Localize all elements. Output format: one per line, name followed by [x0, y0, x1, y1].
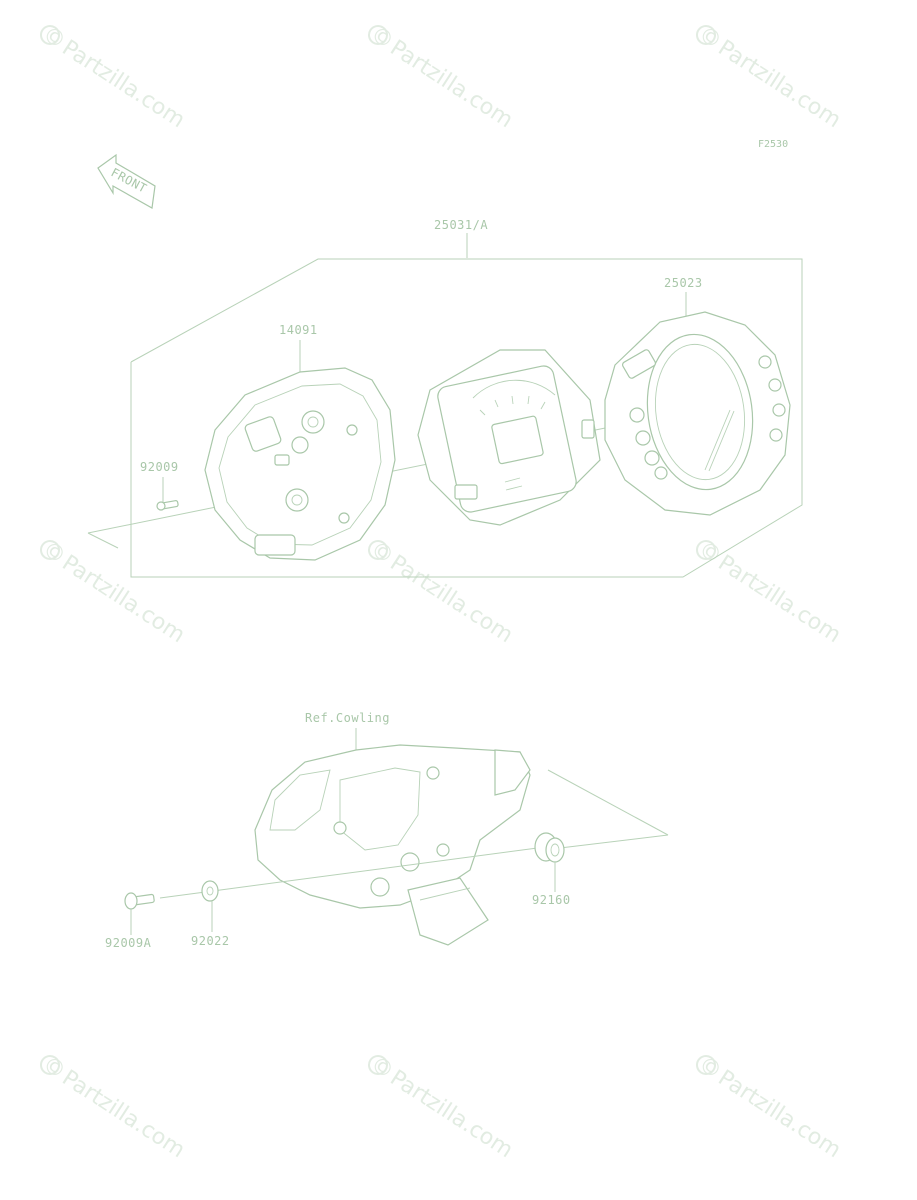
lower-axis-line-2 — [547, 769, 669, 836]
assembly-frame — [130, 258, 803, 578]
label-25023: 25023 — [664, 276, 703, 290]
watermark-text: Partzilla.com — [385, 551, 517, 649]
watermark: © Partzilla.com — [38, 22, 189, 134]
axis-line-end — [87, 532, 119, 549]
watermark: © Partzilla.com — [366, 22, 517, 134]
label-14091: 14091 — [279, 323, 318, 337]
lower-axis-line-3 — [559, 834, 669, 849]
lower-axis-line — [159, 844, 561, 899]
watermark-text: Partzilla.com — [57, 36, 189, 134]
watermark-text: Partzilla.com — [385, 1066, 517, 1164]
watermark: © Partzilla.com — [694, 22, 845, 134]
watermark: © Partzilla.com — [38, 1052, 189, 1164]
meter-case-part — [604, 311, 791, 516]
watermark-text: Partzilla.com — [57, 551, 189, 649]
cowling-part — [254, 744, 531, 946]
label-ref-cowling: Ref.Cowling — [305, 711, 390, 725]
gauge-module-part — [417, 349, 601, 526]
figure-code: F2530 — [758, 139, 788, 150]
watermark-text: Partzilla.com — [713, 36, 845, 134]
watermark: © Partzilla.com — [694, 1052, 845, 1164]
watermark: © Partzilla.com — [366, 1052, 517, 1164]
label-92009: 92009 — [140, 460, 179, 474]
assembly-label: 25031/A — [434, 218, 488, 232]
label-92160: 92160 — [532, 893, 571, 907]
label-92022: 92022 — [191, 934, 230, 948]
front-arrow-icon: FRONT — [97, 153, 156, 209]
watermark-text: Partzilla.com — [713, 551, 845, 649]
watermark-text: Partzilla.com — [57, 1066, 189, 1164]
screw-92009a-part — [124, 892, 155, 910]
watermark: © Partzilla.com — [38, 537, 189, 649]
screw-92009-part — [156, 500, 179, 511]
watermark-text: Partzilla.com — [385, 36, 517, 134]
watermark: © Partzilla.com — [694, 537, 845, 649]
watermark: © Partzilla.com — [366, 537, 517, 649]
washer-92022-part — [201, 880, 219, 902]
label-92009a: 92009A — [105, 936, 152, 950]
rear-cover-part — [204, 367, 396, 561]
watermarks: © Partzilla.com © Partzilla.com © Partzi… — [38, 22, 845, 1164]
watermark-text: Partzilla.com — [713, 1066, 845, 1164]
grommet-92160-part — [534, 832, 565, 863]
